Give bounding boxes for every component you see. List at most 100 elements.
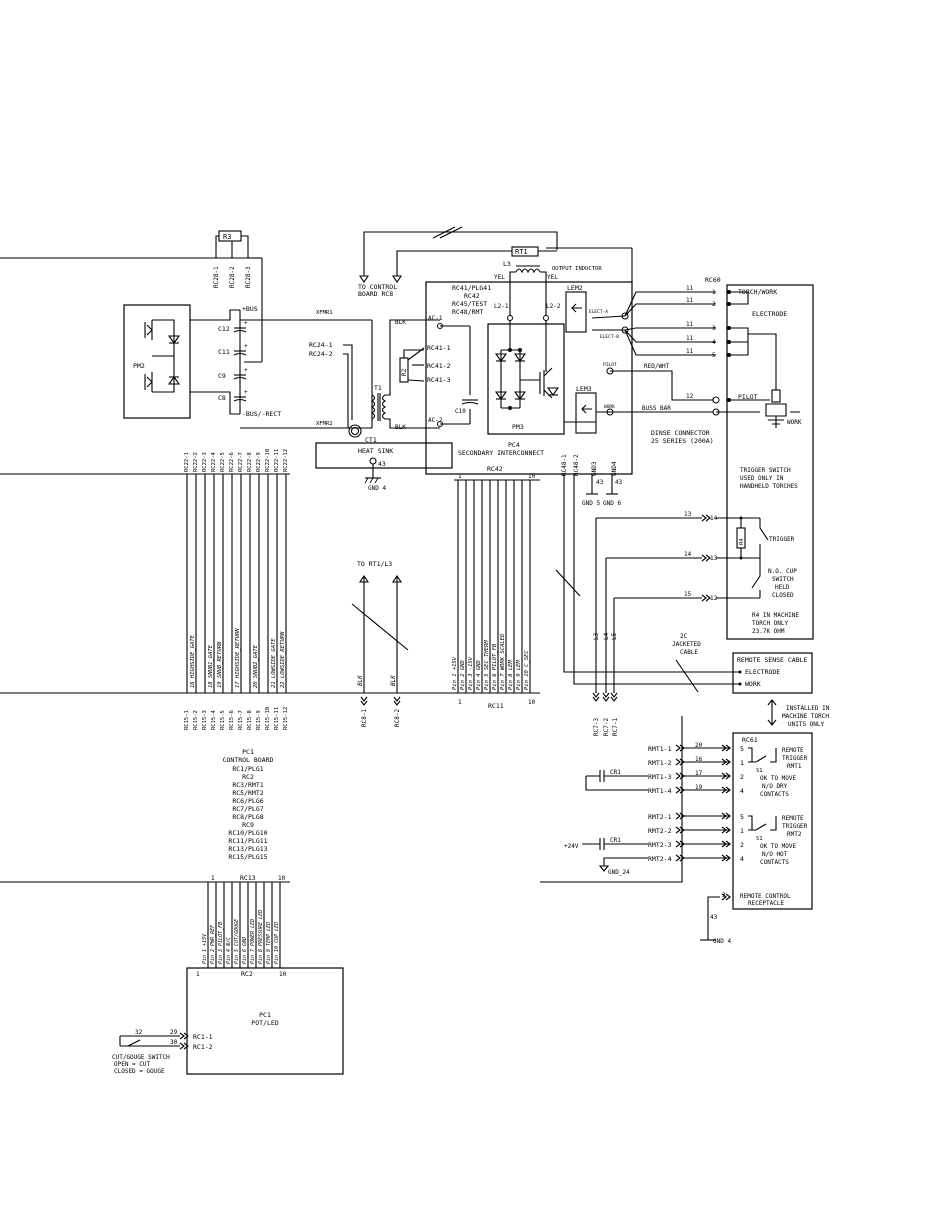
rc61-wire-16: 16 xyxy=(695,756,703,763)
rc13-label: RC13 xyxy=(240,874,256,882)
pc1-line-3: RC2 xyxy=(242,773,254,781)
rc11-pin-7: Pin 7 WORK_SCALED xyxy=(500,633,506,690)
rc60-wire-5: 11 xyxy=(686,348,694,355)
rc61-wire-20: 20 xyxy=(695,742,703,749)
rc13-pin-7: Pin 7 POWER LED xyxy=(250,919,256,964)
output-inductor-label: OUTPUT INDUCTOR xyxy=(552,266,602,272)
trigger-pin-12: 12 xyxy=(710,595,718,602)
installed-1: INSTALLED IN xyxy=(786,705,830,712)
heat-sink-label: HEAT SINK xyxy=(358,447,393,455)
rc11-pin-8: Pin 8 LEM xyxy=(508,660,514,690)
rc61-p-5a: 5 xyxy=(740,745,744,753)
torch-work-label: TORCH/WORK xyxy=(738,288,777,296)
rt1-label: RT1 xyxy=(515,248,528,256)
pc1-line-5: RC5/RMT2 xyxy=(232,789,263,797)
t1-label: T1 xyxy=(374,384,382,392)
rc60-pin-3: 3 xyxy=(712,325,716,332)
cup-note-3: HELD xyxy=(775,584,790,591)
rt2-note-2: TRIGGER xyxy=(782,823,808,830)
rc60-pin-2: 2 xyxy=(712,301,716,308)
rc8-2-label: RC8-2 xyxy=(394,709,401,727)
trigger-switch: TRIGGER SWITCH USED ONLY IN HANDHELD TOR… xyxy=(595,467,799,693)
r4-label: R4 xyxy=(739,538,745,545)
rmt2-3: RMT2-3 xyxy=(648,841,672,849)
cap-plus-1: + xyxy=(244,320,248,327)
rc42-pin10: 10 xyxy=(528,473,536,480)
rc1-2-label: RC1-2 xyxy=(193,1043,213,1051)
rc22-8: RC22-8 xyxy=(247,452,253,472)
rmt2-4: RMT2-4 xyxy=(648,855,672,863)
gnd3-43: 43 xyxy=(596,479,604,486)
pc4-header-4: RC48/RMT xyxy=(452,308,483,316)
rc60-pin-5: 5 xyxy=(712,352,716,359)
yel-right: YEL xyxy=(547,274,558,281)
pc4-header-3: RC45/TEST xyxy=(452,300,487,308)
cup-note-1: N.O. CUP xyxy=(768,568,797,575)
rc41-2-label: RC41-2 xyxy=(427,362,451,370)
to-rt1-l3-label: TO RT1/L3 xyxy=(357,560,392,568)
rc7-2-label: RC7-2 xyxy=(603,718,610,736)
rc48-and-grounds: RC48-1 RC48-2 GND3 GND4 43 43 GND 5 GND … xyxy=(546,247,716,685)
ok-dry-1: OK TO MOVE xyxy=(760,775,797,782)
pc1-line-2: RC1/PLG1 xyxy=(232,765,263,773)
rc15-11: RC15-11 xyxy=(274,707,280,730)
rc22-6: RC22-6 xyxy=(229,452,235,472)
transformer-group: XFMR1 XFMR2 RC24-1 RC24-2 CT1 T1 BLK BLK xyxy=(240,310,440,444)
rc60-wire-6: 12 xyxy=(686,393,694,400)
remote-sense-work: WORK xyxy=(745,680,761,688)
rc60-wire-1: 11 xyxy=(686,285,694,292)
rc13-pin-1: Pin 1 +15V xyxy=(202,933,208,964)
pm3-label: PM3 xyxy=(512,423,524,431)
rc15-5: RC15-5 xyxy=(220,710,226,730)
rc15-12: RC15-12 xyxy=(283,707,289,730)
rc15-1: RC15-1 xyxy=(184,710,190,730)
rc2-board-2: POT/LED xyxy=(251,1019,278,1027)
pc4-header-2: RC42 xyxy=(464,292,480,300)
pilot-label: PILOT xyxy=(738,393,758,401)
dinse-label-1: DINSE CONNECTOR xyxy=(651,429,710,437)
gate-label-2: 18 SNUB1_GATE xyxy=(208,644,214,688)
rc22-7: RC22-7 xyxy=(238,452,244,472)
jacketed-2: JACKETED xyxy=(672,641,701,648)
rc11-pin-5: Pin 5 SEC_THERM xyxy=(484,640,490,690)
rc22-5: RC22-5 xyxy=(220,452,226,472)
installed-2: MACHINE TORCH xyxy=(782,713,829,720)
rc15-2: RC15-2 xyxy=(193,710,199,730)
cap-plus-3: + xyxy=(244,367,248,374)
gate-label-7: 22 LOWSIDE_RETURN xyxy=(280,631,286,688)
buss-bar-label: BUSS BAR xyxy=(642,405,671,412)
cap-c9: C9 xyxy=(218,372,226,380)
rc11-pin10: 10 xyxy=(528,699,536,706)
trigger-label: TRIGGER xyxy=(769,536,795,543)
remote-sense-cable: 2C JACKETED CABLE REMOTE SENSE CABLE ELE… xyxy=(592,632,830,736)
rc24-1-label: RC24-1 xyxy=(309,341,333,349)
cap-c8: C8 xyxy=(218,394,226,402)
rc60-pin-4: 4 xyxy=(712,339,716,346)
rc15-8: RC15-8 xyxy=(247,710,253,730)
ac1-label: AC-1 xyxy=(428,315,443,322)
s1-label-b: S1 xyxy=(756,836,763,842)
rc1-wire-29: 29 xyxy=(170,1029,178,1036)
receptacle-43: 43 xyxy=(710,914,718,921)
rc22-10: RC22-10 xyxy=(265,449,271,472)
gate-label-1: 16 HIGHSIDE_GATE xyxy=(190,634,196,688)
rt2-note-3: RMT2 xyxy=(787,831,802,838)
rc61-p-4a: 4 xyxy=(740,787,744,795)
rc15-7: RC15-7 xyxy=(238,710,244,730)
rc2-board-1: PC1 xyxy=(259,1011,271,1019)
pc1-line-12: RC13/PLG13 xyxy=(228,845,267,853)
pc1-control-board-list: PC1 CONTROL BOARD RC1/PLG1 RC2 RC3/RMT1 … xyxy=(223,748,274,861)
r4-note-3: 23.7K OHM xyxy=(752,628,785,635)
plus24-label: +24V xyxy=(564,843,579,850)
rc48-2-label: RC48-2 xyxy=(573,454,580,476)
remote-sense-electrode: ELECTRODE xyxy=(745,668,780,676)
installed-3: UNITS ONLY xyxy=(788,721,825,728)
cup-note-2: SWITCH xyxy=(772,576,794,583)
rc60-wire-4: 11 xyxy=(686,335,694,342)
rc61-p-1b: 1 xyxy=(740,827,744,835)
trigger-wire-14: 14 xyxy=(684,551,692,558)
rc1-wire-32: 32 xyxy=(135,1029,143,1036)
rc11-pin-6: Pin 6 PILOT_FB xyxy=(492,643,498,690)
dinse-label-2: 25 SERIES (200A) xyxy=(651,437,714,445)
rc61-p-5b: 5 xyxy=(740,813,744,821)
